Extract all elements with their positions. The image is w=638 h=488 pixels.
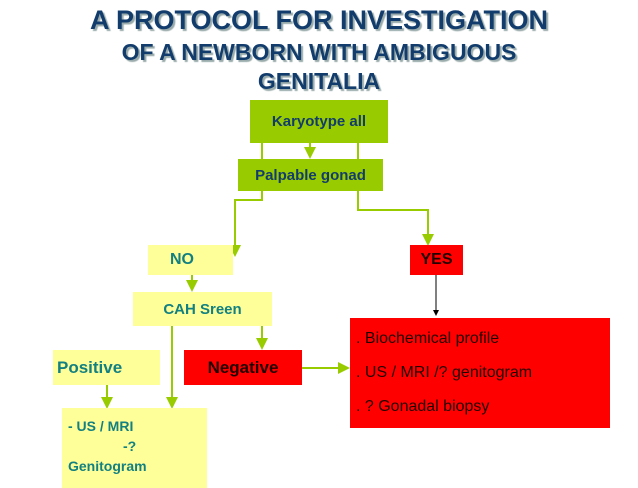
positive-node: Positive — [53, 350, 160, 385]
title-line-3: GENITALIA — [257, 68, 381, 94]
yes-actions-node: . Biochemical profile . US / MRI /? geni… — [350, 318, 610, 428]
action-biochemical: . Biochemical profile — [356, 330, 500, 347]
cah-screen-node: CAH Sreen — [133, 292, 272, 326]
us-mri-node: - US / MRI -? Genitogram — [62, 408, 207, 488]
action-imaging: . US / MRI /? genitogram — [356, 364, 533, 381]
genitogram-line: Genitogram — [68, 458, 147, 474]
title-line-1: A PROTOCOL FOR INVESTIGATION — [89, 5, 549, 35]
title-line-2: OF A NEWBORN WITH AMBIGUOUS — [121, 39, 517, 65]
yes-node: YES — [410, 245, 463, 275]
palpable-gonad-node: Palpable gonad — [238, 159, 383, 191]
action-biopsy: . ? Gonadal biopsy — [356, 398, 490, 415]
us-mri-line: - US / MRI — [68, 418, 134, 434]
negative-node: Negative — [184, 350, 302, 385]
question-line: -? — [123, 438, 137, 454]
karyotype-node: Karyotype all — [250, 100, 388, 143]
no-node: NO — [148, 245, 233, 275]
